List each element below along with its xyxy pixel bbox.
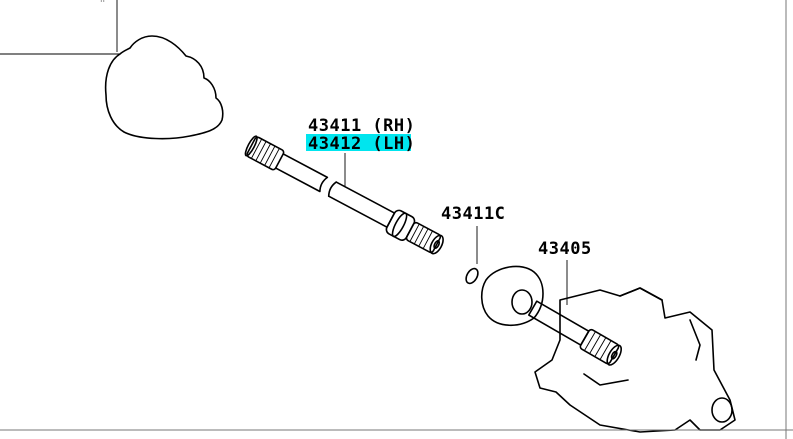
leader-lines	[344, 153, 568, 305]
boot-outline	[104, 35, 224, 140]
part-label-43405[interactable]: 43405	[538, 239, 592, 259]
inner-joint	[480, 265, 622, 366]
drive-shaft	[244, 135, 444, 255]
part-label-43412-lh[interactable]: 43412 (LH)	[308, 134, 415, 154]
lh-label-highlight	[306, 134, 411, 151]
snap-ring	[465, 267, 479, 285]
joint-housing	[534, 287, 736, 433]
part-label-43411c[interactable]: 43411C	[441, 204, 505, 224]
svg-text:··: ··	[100, 0, 105, 6]
reference-leader-lines: ··	[0, 0, 120, 55]
part-label-43411-rh[interactable]: 43411 (RH)	[308, 116, 415, 136]
